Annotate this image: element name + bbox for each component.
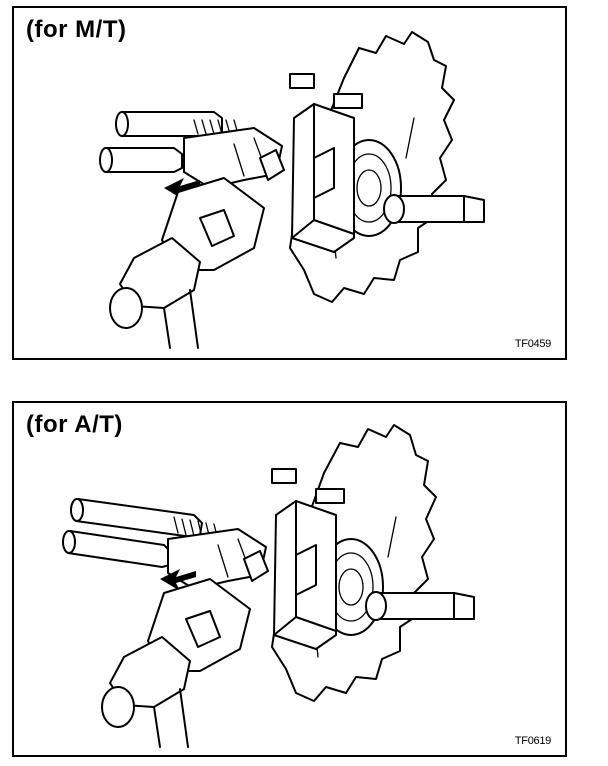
camshaft <box>365 591 475 621</box>
ratchet-wrench <box>109 177 265 349</box>
ratchet-wrench <box>101 578 251 748</box>
arrow-indicator-icon <box>160 569 196 591</box>
panel-title: (for M/T) <box>26 16 127 43</box>
bolt-top-left <box>271 468 297 484</box>
panel-manual-transmission: (for M/T) TF0459 <box>12 6 567 360</box>
panel-title: (for A/T) <box>26 411 123 438</box>
mt-sprocket-removal-illustration <box>99 31 485 349</box>
bolt-top-right <box>315 488 345 504</box>
tool-rods <box>99 111 239 173</box>
spanner-tool <box>183 127 285 189</box>
arrow-indicator-icon <box>164 178 200 200</box>
holder-block <box>273 500 337 650</box>
at-sprocket-removal-illustration <box>62 424 475 748</box>
figure-code: TF0619 <box>514 735 551 747</box>
panel-automatic-transmission: (for A/T) TF0619 <box>12 401 567 757</box>
bolt-top-left <box>289 73 315 89</box>
figure-code: TF0459 <box>514 338 551 350</box>
bolt-top-right <box>333 93 363 109</box>
holder-block <box>291 103 355 253</box>
camshaft <box>383 194 485 224</box>
